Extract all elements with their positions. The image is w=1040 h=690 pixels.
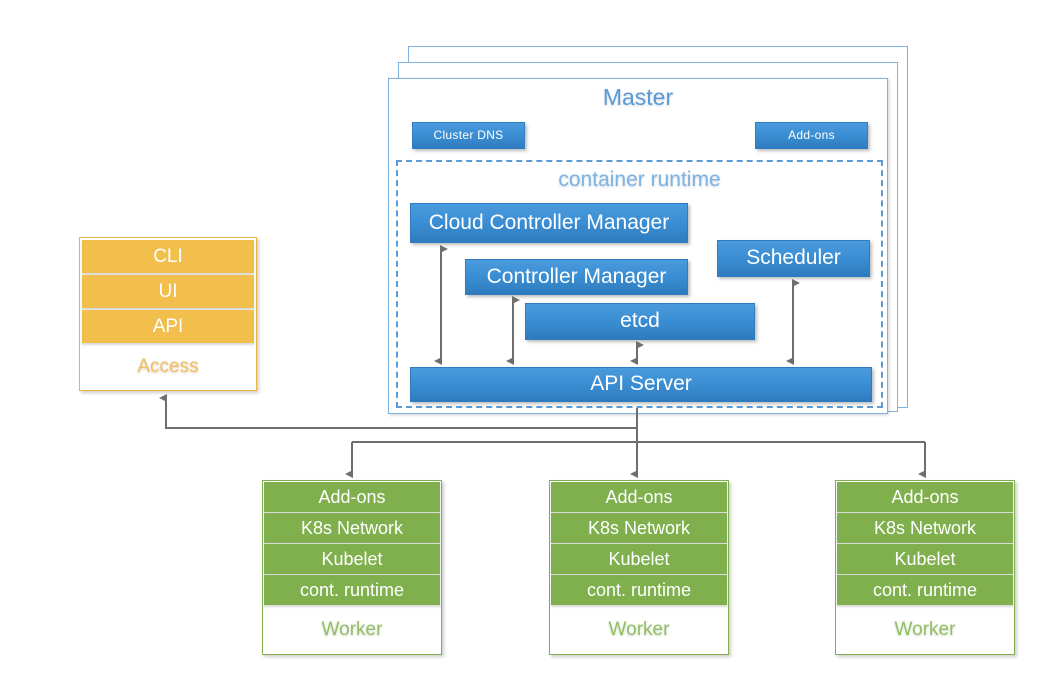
- controller-manager-box[interactable]: Controller Manager: [465, 259, 688, 295]
- worker-node-3[interactable]: Add-ons K8s Network Kubelet cont. runtim…: [835, 480, 1015, 655]
- controller-manager-label: Controller Manager: [486, 264, 667, 288]
- etcd-label: etcd: [620, 309, 660, 333]
- worker-2-footer-label: Worker: [608, 618, 670, 640]
- worker-3-bar-cont-runtime[interactable]: cont. runtime: [837, 575, 1013, 605]
- worker-1-footer-label: Worker: [321, 618, 383, 640]
- worker-2-bar-k8s-network[interactable]: K8s Network: [551, 513, 727, 543]
- worker-node-2[interactable]: Add-ons K8s Network Kubelet cont. runtim…: [549, 480, 729, 655]
- master-addons-label: Add-ons: [788, 128, 835, 143]
- etcd-box[interactable]: etcd: [525, 303, 755, 340]
- worker-3-bar-k8s-network[interactable]: K8s Network: [837, 513, 1013, 543]
- scheduler-label: Scheduler: [746, 246, 841, 270]
- access-panel[interactable]: CLI UI API Access: [79, 237, 257, 391]
- container-runtime-label: container runtime: [558, 168, 721, 191]
- worker-1-bar-addons[interactable]: Add-ons: [264, 482, 440, 512]
- cluster-dns-box[interactable]: Cluster DNS: [412, 122, 525, 149]
- worker-2-bar-addons[interactable]: Add-ons: [551, 482, 727, 512]
- cluster-dns-label: Cluster DNS: [433, 128, 504, 143]
- worker-1-bar-cont-runtime[interactable]: cont. runtime: [264, 575, 440, 605]
- worker-1-bar-k8s-network[interactable]: K8s Network: [264, 513, 440, 543]
- worker-3-bar-addons[interactable]: Add-ons: [837, 482, 1013, 512]
- container-runtime-region: [396, 160, 883, 408]
- access-footer-label: Access: [137, 355, 199, 377]
- access-bar-api[interactable]: API: [82, 310, 254, 343]
- worker-3-bar-kubelet[interactable]: Kubelet: [837, 544, 1013, 574]
- cloud-controller-manager-label: Cloud Controller Manager: [428, 210, 670, 234]
- access-bar-ui[interactable]: UI: [82, 275, 254, 308]
- worker-3-footer-label: Worker: [894, 618, 956, 640]
- api-server-label: API Server: [590, 372, 692, 396]
- worker-2-bar-cont-runtime[interactable]: cont. runtime: [551, 575, 727, 605]
- master-title: Master: [602, 84, 674, 110]
- worker-2-bar-kubelet[interactable]: Kubelet: [551, 544, 727, 574]
- api-server-box[interactable]: API Server: [410, 367, 872, 402]
- worker-1-bar-kubelet[interactable]: Kubelet: [264, 544, 440, 574]
- master-addons-box[interactable]: Add-ons: [755, 122, 868, 149]
- worker-node-1[interactable]: Add-ons K8s Network Kubelet cont. runtim…: [262, 480, 442, 655]
- access-bar-cli[interactable]: CLI: [82, 240, 254, 273]
- scheduler-box[interactable]: Scheduler: [717, 240, 870, 277]
- cloud-controller-manager-box[interactable]: Cloud Controller Manager: [410, 203, 688, 243]
